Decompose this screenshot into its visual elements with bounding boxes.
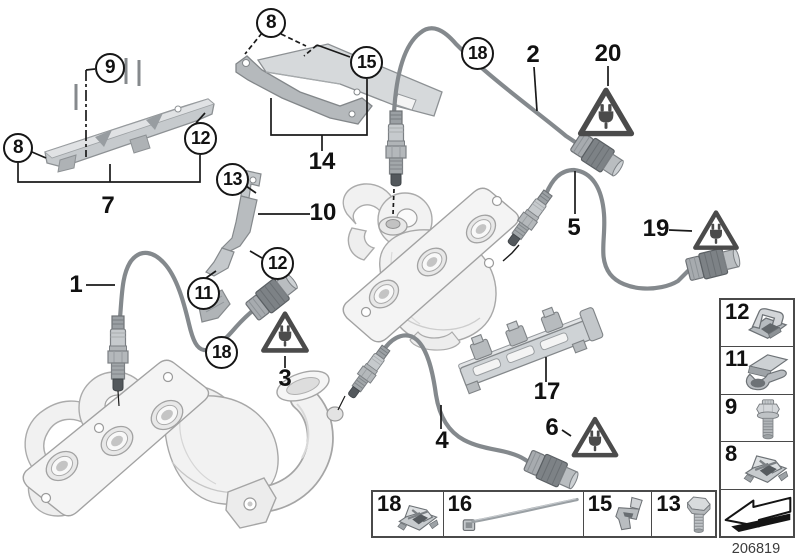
callout-9[interactable]: 9 xyxy=(95,53,125,83)
parts-table-cell-13[interactable]: 13 xyxy=(652,491,715,536)
connector-sensor-2 xyxy=(568,129,628,182)
part-number: 16 xyxy=(447,491,473,516)
callout-label: 13 xyxy=(222,169,243,189)
warning-triangle-20 xyxy=(581,90,632,133)
part-number: 9 xyxy=(725,393,738,419)
exhaust-manifold-rear xyxy=(342,183,520,351)
label-7[interactable]: 7 xyxy=(101,192,115,219)
part-number: 11 xyxy=(725,346,749,372)
heat-shield xyxy=(44,58,215,173)
cable-sensor-1 xyxy=(117,250,259,353)
connector-sensor-5 xyxy=(684,244,743,284)
label-17[interactable]: 17 xyxy=(533,378,561,405)
callout-11[interactable]: 11 xyxy=(187,277,220,310)
callout-8-shield[interactable]: 8 xyxy=(3,133,33,163)
parts-table-row-9[interactable]: 9 xyxy=(721,393,793,443)
callout-label: 12 xyxy=(267,253,288,273)
warning-triangle-19 xyxy=(695,213,736,248)
part-number: 13 xyxy=(656,491,681,516)
label-3[interactable]: 3 xyxy=(278,365,292,392)
callout-label: 12 xyxy=(190,128,211,148)
label-14[interactable]: 14 xyxy=(308,148,336,175)
label-2[interactable]: 2 xyxy=(526,41,540,68)
cable-sensor-2 xyxy=(391,26,581,147)
label-4[interactable]: 4 xyxy=(435,427,449,454)
callout-label: 18 xyxy=(467,43,488,63)
warning-triangle-3 xyxy=(263,314,306,351)
parts-table-row-continuation[interactable] xyxy=(721,490,793,536)
callout-label: 18 xyxy=(211,342,232,362)
exhaust-manifold-front xyxy=(22,359,344,529)
sensor-cables xyxy=(117,26,693,467)
hex-screw-icon xyxy=(683,494,713,536)
callout-12-bracket[interactable]: 12 xyxy=(261,247,294,280)
flanged-bolt-icon xyxy=(753,397,783,441)
callout-15[interactable]: 15 xyxy=(350,46,383,79)
label-5[interactable]: 5 xyxy=(567,214,581,241)
part-number: 8 xyxy=(725,441,738,467)
label-20[interactable]: 20 xyxy=(594,40,622,67)
oxygen-sensor-4 xyxy=(343,342,393,402)
bracket-14 xyxy=(235,43,443,125)
cable-sensor-5 xyxy=(543,167,693,291)
callout-18-bottom[interactable]: 18 xyxy=(205,336,238,369)
parts-table-row-8[interactable]: 8 xyxy=(721,441,793,490)
callout-label: 8 xyxy=(265,12,277,33)
cage-clip-icon xyxy=(395,495,441,535)
callout-label: 15 xyxy=(356,52,377,72)
right-parts-table: 12 11 9 8 xyxy=(719,298,795,538)
parts-table-cell-18[interactable]: 18 xyxy=(373,491,444,536)
callout-12-shield[interactable]: 12 xyxy=(184,122,217,155)
leader-lines xyxy=(17,32,693,437)
cage-clip-icon xyxy=(741,445,791,487)
callout-13[interactable]: 13 xyxy=(216,163,249,196)
oxygen-sensor-2 xyxy=(385,110,407,187)
cable-strap-icon xyxy=(460,495,582,535)
label-1[interactable]: 1 xyxy=(69,271,83,298)
callout-8-bracket[interactable]: 8 xyxy=(256,8,286,38)
callout-18-top[interactable]: 18 xyxy=(461,37,494,70)
label-10[interactable]: 10 xyxy=(309,199,337,226)
callout-label: 11 xyxy=(194,283,213,303)
part-number: 12 xyxy=(725,299,750,324)
part-number: 15 xyxy=(587,491,613,516)
parts-table-cell-16[interactable]: 16 xyxy=(444,491,584,536)
cable-sensor-4 xyxy=(382,333,535,467)
warning-triangle-6 xyxy=(574,419,616,455)
parts-table-cell-15[interactable]: 15 xyxy=(584,491,653,536)
part-number: 18 xyxy=(377,491,402,516)
parts-table-row-12[interactable]: 12 xyxy=(721,299,793,348)
label-6[interactable]: 6 xyxy=(545,414,559,441)
doc-number: 206819 xyxy=(731,541,781,557)
callout-label: 8 xyxy=(12,137,24,158)
bottom-parts-table: 18 16 15 13 xyxy=(371,490,717,538)
clip-icon xyxy=(610,494,648,536)
label-19[interactable]: 19 xyxy=(642,215,670,242)
continuation-arrow-icon xyxy=(722,492,794,535)
parts-table-row-11[interactable]: 11 xyxy=(721,346,793,395)
callout-label: 9 xyxy=(104,57,116,78)
cable-channel xyxy=(458,306,604,395)
